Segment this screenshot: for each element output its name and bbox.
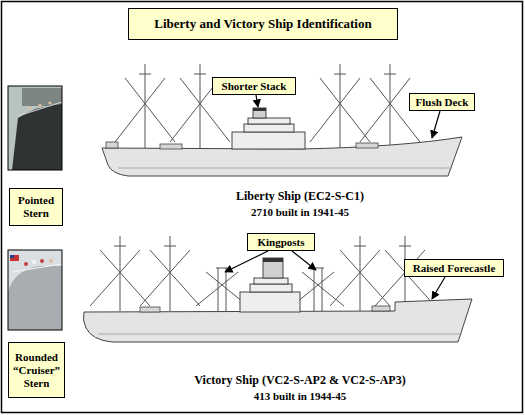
build-count: 413 built in 1944-45 [140,390,460,402]
victory-ship [83,236,472,342]
photo-flag [10,255,19,261]
leader-arrow [225,251,268,272]
callout-box: Pointed Stern [9,188,63,226]
leader-arrow [256,95,258,107]
photo-border [8,86,62,170]
photo-person [48,101,51,104]
hatch [140,307,160,312]
deckhouse [244,124,294,132]
deckhouse [232,132,305,149]
liberty-ship [102,64,462,176]
photo-person [40,259,44,263]
callout-text: Shorter Stack [222,80,287,93]
photo-person [38,103,41,106]
smoke-stack [253,108,266,118]
ship-mast [115,64,175,148]
callout-text: Kingposts [257,236,304,249]
ship-caption: Victory Ship (VC2-S-AP2 & VC2-S-AP3) [140,373,460,388]
hatch [160,144,182,149]
photo-sky [8,86,62,170]
waterline [118,168,452,169]
deckhouse [250,284,292,292]
photo-person [28,106,31,109]
callout-text: Flush Deck [416,96,469,109]
callout-text: Rounded “Cruiser” Stern [11,351,62,390]
stern-photo [8,250,62,330]
ship-mast [90,236,150,311]
photo-border [8,250,62,330]
photo-railing [12,264,62,272]
build-count: 2710 built in 1941-45 [140,206,460,218]
callout-box: Flush Deck [409,93,475,111]
leader-arrow [432,111,440,138]
photo-hull [12,104,62,170]
bridge [248,118,290,124]
stack-band [253,108,266,111]
title-banner: Liberty and Victory Ship Identification [128,8,398,40]
bridge [254,278,288,284]
photo-hull [8,266,62,330]
photo-sky [8,250,62,330]
callout-text: Pointed Stern [12,194,60,220]
photo-person [49,259,53,263]
waterline [98,334,462,335]
callout-box: Shorter Stack [212,77,296,95]
callout-text: Raised Forecastle [413,262,496,275]
callout-box: Rounded “Cruiser” Stern [8,342,65,398]
ship-mast [140,236,200,311]
photo-person [24,262,28,266]
gun-tub [106,142,118,148]
photo-railing [18,102,62,116]
stack-band [263,258,283,262]
smoke-stack [263,258,283,278]
hatch [356,143,378,148]
hatch [372,306,390,311]
callout-box: Raised Forecastle [404,259,504,277]
ship-caption: Liberty Ship (EC2-S-C1) [140,189,460,204]
ship-mast [310,64,370,148]
stern-photo [8,86,62,170]
leader-arrow [432,277,445,299]
leader-arrow [292,251,316,270]
callout-box: Kingposts [247,233,315,251]
photo-deckhouse [22,88,62,106]
photo-person [32,260,36,264]
photo-flag-canton [10,255,14,258]
deckhouse [240,292,300,312]
